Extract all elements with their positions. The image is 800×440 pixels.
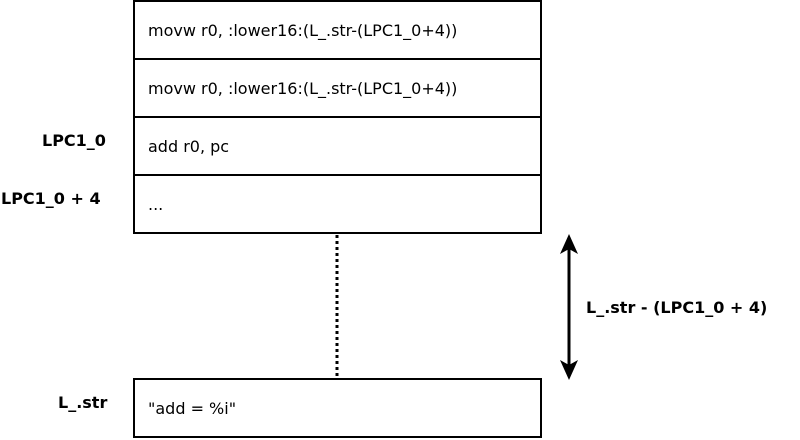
string-cell: "add = %i"	[135, 380, 540, 436]
string-block: "add = %i"	[133, 378, 542, 438]
instruction-text-2: add r0, pc	[148, 136, 230, 156]
instruction-cell-3: ...	[135, 176, 540, 232]
label-lpc1-0: LPC1_0	[42, 131, 106, 150]
offset-arrow-head-up	[560, 234, 578, 254]
instruction-cell-2: add r0, pc	[135, 118, 540, 176]
instruction-text-1: movw r0, :lower16:(L_.str-(LPC1_0+4))	[148, 78, 458, 98]
instruction-text-0: movw r0, :lower16:(L_.str-(LPC1_0+4))	[148, 20, 458, 40]
label-l-str: L_.str	[58, 393, 108, 412]
instruction-stack: movw r0, :lower16:(L_.str-(LPC1_0+4)) mo…	[133, 0, 542, 234]
label-lpc1-0-plus-4: LPC1_0 + 4	[1, 189, 101, 208]
offset-arrow-head-down	[560, 360, 578, 380]
offset-label: L_.str - (LPC1_0 + 4)	[586, 298, 768, 317]
instruction-cell-0: movw r0, :lower16:(L_.str-(LPC1_0+4))	[135, 2, 540, 60]
instruction-text-3: ...	[148, 194, 164, 214]
instruction-cell-1: movw r0, :lower16:(L_.str-(LPC1_0+4))	[135, 60, 540, 118]
string-text: "add = %i"	[148, 398, 237, 418]
